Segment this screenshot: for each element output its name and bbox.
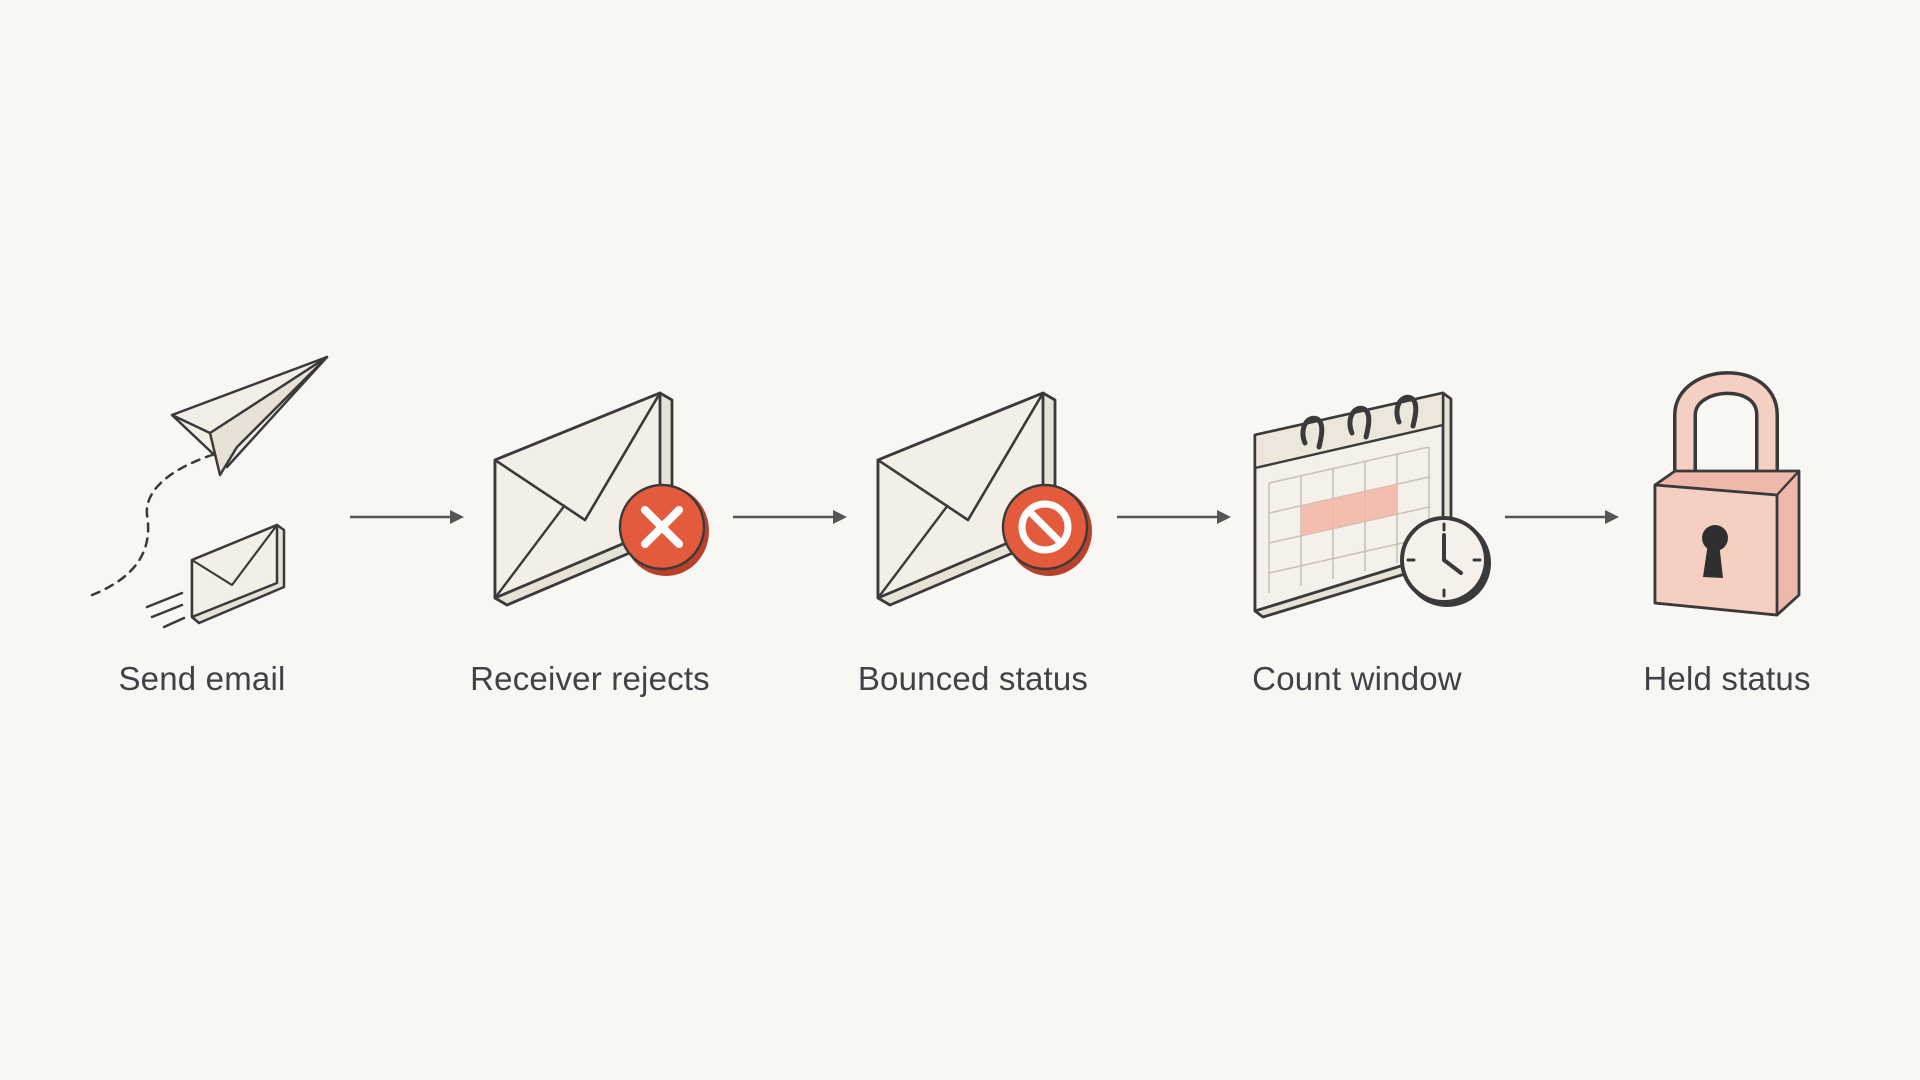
step-bounced-status: Bounced status [823, 355, 1123, 715]
paper-plane-envelope-icon [90, 355, 329, 629]
calendar-clock-icon [1253, 391, 1491, 619]
step-label: Count window [1252, 660, 1462, 697]
step-count-window: Count window [1207, 355, 1507, 715]
step-label: Bounced status [857, 660, 1089, 697]
arrow-right-icon [1505, 510, 1619, 524]
step-label: Held status [1643, 660, 1811, 697]
step-label: Receiver rejects [470, 660, 710, 697]
arrow-right-icon [350, 510, 464, 524]
step-held-status: Held status [1577, 355, 1877, 715]
step-send-email: Send email [52, 355, 352, 715]
padlock-icon [1653, 371, 1801, 617]
envelope-x-icon [493, 391, 709, 607]
arrow-right-icon [733, 510, 847, 524]
envelope-blocked-icon [876, 391, 1092, 607]
arrow-right-icon [1117, 510, 1231, 524]
step-receiver-rejects: Receiver rejects [440, 355, 740, 715]
step-label: Send email [118, 660, 286, 697]
